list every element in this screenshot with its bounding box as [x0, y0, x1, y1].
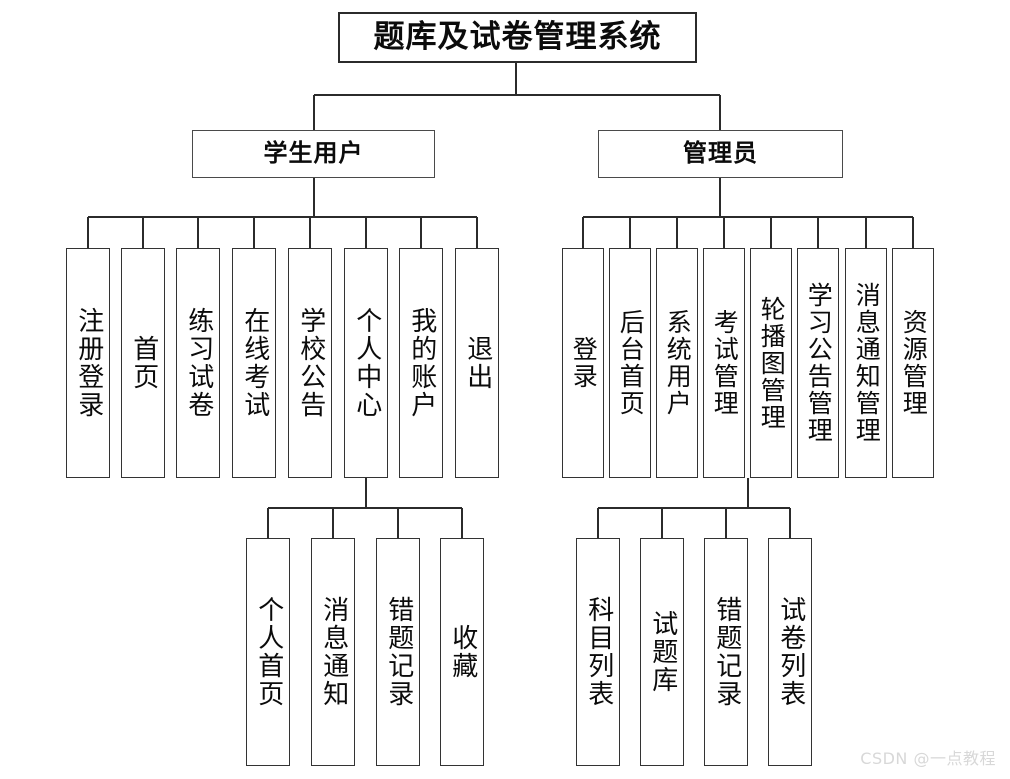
node-student-personal-center[interactable]: 个人中心 — [344, 248, 388, 478]
node-admin-system-users[interactable]: 系统用户 — [656, 248, 698, 478]
node-branch-student[interactable]: 学生用户 — [192, 130, 435, 178]
node-student-practice-papers[interactable]: 练习试卷 — [176, 248, 220, 478]
node-admin-exam-management[interactable]: 考试管理 — [703, 248, 745, 478]
node-admin-study-announcement-management[interactable]: 学习公告管理 — [797, 248, 839, 478]
node-student-online-exam[interactable]: 在线考试 — [232, 248, 276, 478]
node-student-logout[interactable]: 退出 — [455, 248, 499, 478]
node-personal-center-favorites[interactable]: 收藏 — [440, 538, 484, 766]
node-personal-center-wrong-question-record[interactable]: 错题记录 — [376, 538, 420, 766]
node-student-my-account[interactable]: 我的账户 — [399, 248, 443, 478]
node-exam-wrong-question-record[interactable]: 错题记录 — [704, 538, 748, 766]
node-exam-subject-list[interactable]: 科目列表 — [576, 538, 620, 766]
node-student-home[interactable]: 首页 — [121, 248, 165, 478]
node-admin-login[interactable]: 登录 — [562, 248, 604, 478]
watermark-text: CSDN @一点教程 — [860, 749, 996, 768]
node-root[interactable]: 题库及试卷管理系统 — [338, 12, 697, 63]
node-student-register-login[interactable]: 注册登录 — [66, 248, 110, 478]
node-admin-message-notice-management[interactable]: 消息通知管理 — [845, 248, 887, 478]
node-exam-paper-list[interactable]: 试卷列表 — [768, 538, 812, 766]
node-exam-question-bank[interactable]: 试题库 — [640, 538, 684, 766]
node-personal-center-message-notice[interactable]: 消息通知 — [311, 538, 355, 766]
node-student-school-announcement[interactable]: 学校公告 — [288, 248, 332, 478]
node-admin-backend-home[interactable]: 后台首页 — [609, 248, 651, 478]
node-admin-carousel-management[interactable]: 轮播图管理 — [750, 248, 792, 478]
node-personal-center-home[interactable]: 个人首页 — [246, 538, 290, 766]
node-admin-resource-management[interactable]: 资源管理 — [892, 248, 934, 478]
node-branch-admin[interactable]: 管理员 — [598, 130, 843, 178]
